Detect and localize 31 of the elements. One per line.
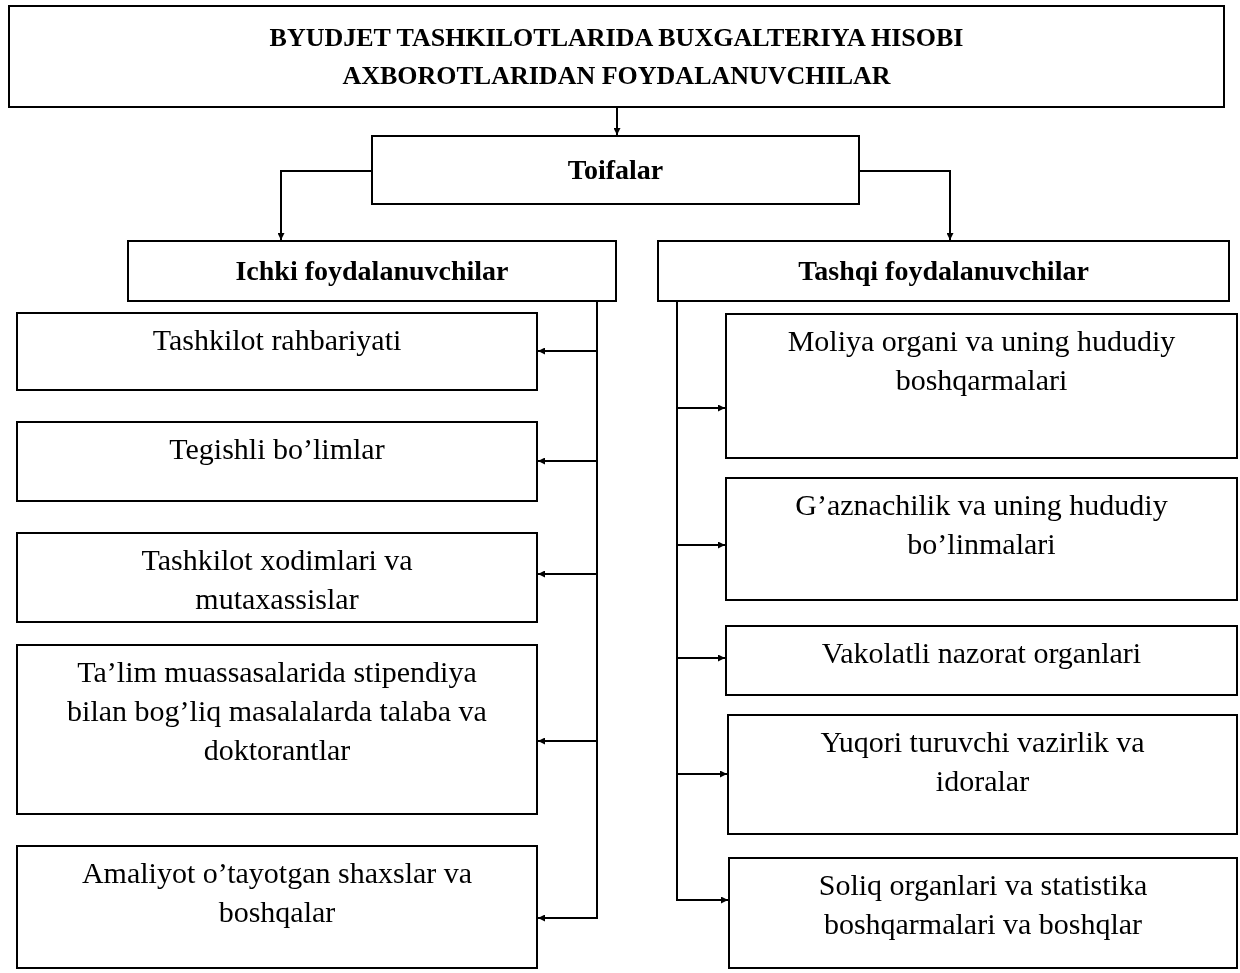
node-label: Tegishli bo’limlar [169, 431, 385, 467]
user-box [16, 421, 538, 502]
user-box [16, 644, 538, 815]
node-label: Moliya organi va uning hududiy boshqarmalari [786, 323, 1177, 398]
user-box [16, 532, 538, 623]
user-box [725, 477, 1238, 601]
user-box [725, 313, 1238, 459]
arrow [613, 107, 621, 136]
node-label: Ta’lim muassasalarida stipendiya bilan bog’liq masalalarda talaba va doktorantlar [67, 654, 487, 768]
arrow [277, 170, 372, 241]
node-label: Tashkilot xodimlari va mutaxassislar [140, 542, 414, 617]
user-box [725, 625, 1238, 696]
user-box [727, 714, 1238, 835]
node-label: Vakolatli nazorat organlari [821, 635, 1142, 671]
category-box [371, 135, 860, 205]
user-box [16, 312, 538, 391]
node-label: Soliq organlari va statistika boshqarmalari va boshqlar [817, 867, 1149, 942]
node-label: Ichki foydalanuvchilar [235, 253, 509, 288]
category-box [657, 240, 1230, 302]
title-box [8, 5, 1225, 108]
node-label: BYUDJET TASHKILOTLARIDA BUXGALTERIYA HISOBI AXBOROTLARIDAN FOYDALANUVCHILAR [268, 21, 965, 92]
node-label: Amaliyot o’tayotgan shaxslar va boshqalar [80, 855, 474, 930]
node-label: Tashkilot rahbariyati [152, 322, 402, 358]
node-label: G’aznachilik va uning hududiy bo’linmalari [794, 487, 1169, 562]
node-label: Toifalar [567, 152, 664, 187]
user-box [16, 845, 538, 969]
node-label: Tashqi foydalanuvchilar [798, 253, 1089, 288]
node-label: Yuqori turuvchi vazirlik va idoralar [819, 724, 1146, 799]
user-box [728, 857, 1238, 969]
arrow [859, 170, 954, 241]
category-box [127, 240, 617, 302]
